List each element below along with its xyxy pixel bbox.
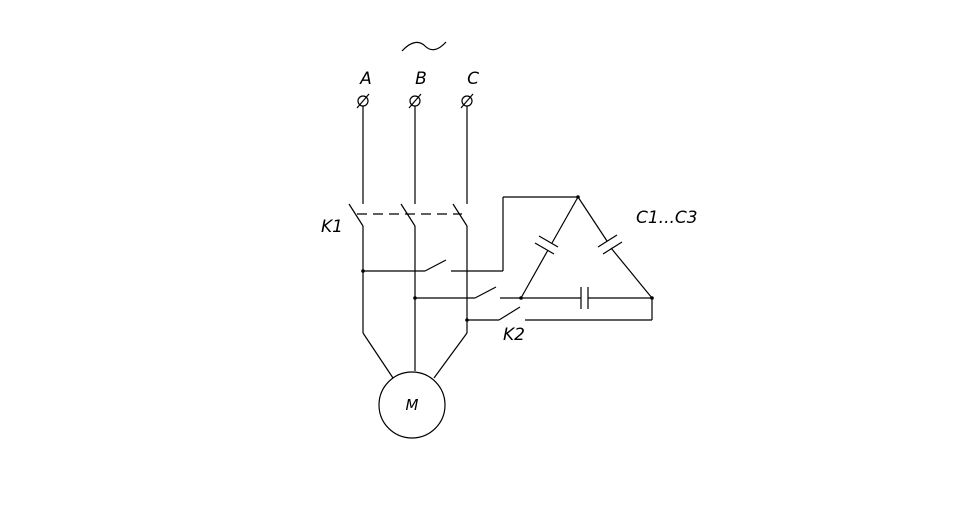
motor-symbol xyxy=(378,371,446,439)
ac-tilde-symbol xyxy=(401,41,447,52)
contactor-k1-label: K1 xyxy=(321,217,343,237)
motor-label: M xyxy=(406,396,419,414)
terminal-a xyxy=(356,93,370,109)
phase-label-c: C xyxy=(467,69,479,89)
motor-wire-c-slant xyxy=(433,332,468,379)
k2-contact-a xyxy=(424,259,447,272)
contactor-k2-label: K2 xyxy=(503,325,525,345)
phase-label-a: A xyxy=(359,69,372,89)
terminal-c xyxy=(460,93,474,109)
capacitor-label: C1...C3 xyxy=(636,208,698,228)
capacitor-c1 xyxy=(520,196,579,299)
k2-contact-c xyxy=(498,306,521,321)
contactor-k1-contacts xyxy=(348,203,468,227)
terminal-b xyxy=(408,93,422,109)
motor-wire-a-slant xyxy=(362,332,394,379)
phase-label-b: B xyxy=(415,69,427,89)
k2-contact-b xyxy=(474,286,497,299)
capacitor-c3 xyxy=(521,287,652,309)
capacitor-c2 xyxy=(577,196,653,299)
